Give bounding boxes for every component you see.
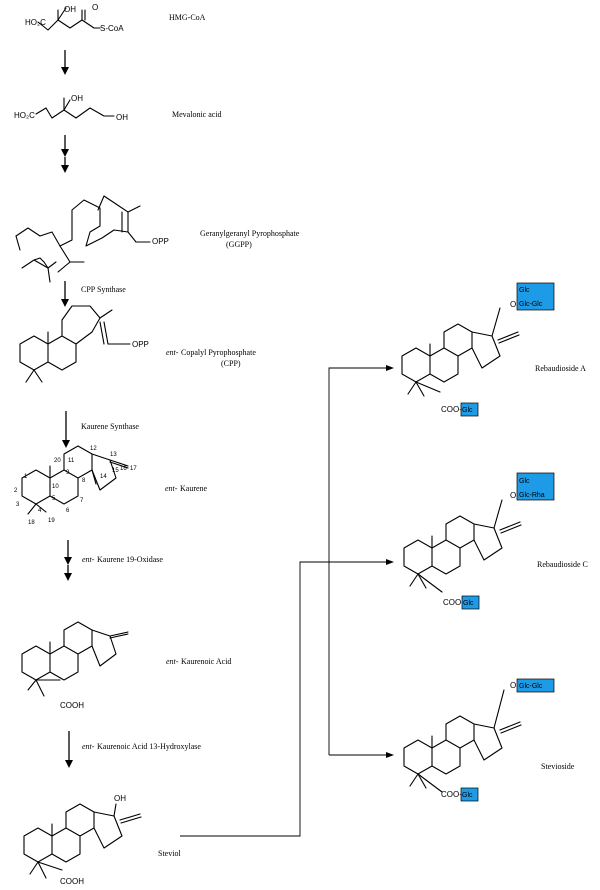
steviol-structure: OH COOH [23, 794, 142, 886]
steviol-label: Steviol [158, 849, 181, 858]
rebaudioside-a-label: Rebaudioside A [535, 364, 586, 373]
stev-glc-box-bottom [460, 787, 479, 802]
kaurene-oxidase-label: Kaurene 19-Oxidase [97, 555, 163, 564]
cooh-label-steviol: COOH [60, 877, 84, 886]
kaurene-structure: 1 2 3 4 5 6 7 8 9 10 11 12 13 14 15 16 1… [14, 445, 137, 526]
kaurene-synthase-label: Kaurene Synthase [81, 422, 139, 431]
atom-15: 15 [112, 468, 119, 474]
cpp-structure: OPP [19, 305, 149, 383]
coo-label-reba: COO- [441, 405, 462, 414]
atom-10: 10 [52, 484, 59, 490]
stevioside-label: Stevioside [541, 762, 575, 771]
mevalonic-acid-structure: HO₂C OH OH [14, 94, 128, 122]
atom-18: 18 [28, 520, 35, 526]
ho2c-label-hmg: HO₂C [25, 18, 46, 27]
opp-label-ggpp: OPP [152, 237, 169, 246]
coo-label-rebc: COO- [443, 598, 464, 607]
stev-glc-bottom: Glc [462, 792, 473, 799]
kah-prefix: ent- [82, 742, 95, 751]
kaurenoic-acid-label: Kaurenoic Acid [181, 657, 231, 666]
cpp-prefix: ent- [166, 348, 179, 357]
atom-19: 19 [48, 518, 55, 524]
atom-1: 1 [24, 474, 28, 480]
rebc-glc-box-bottom [461, 595, 480, 610]
atom-4: 4 [38, 508, 42, 514]
stevioside-structure: O Glc-Glc COO- Glc [403, 678, 555, 802]
rebaudioside-c-structure: O Glc Glc-Rha COO- Glc [403, 472, 555, 610]
rebc-glc-rha: Glc-Rha [519, 492, 545, 499]
cpp-label-2: (CPP) [221, 359, 241, 368]
stev-glc-glc: Glc-Glc [519, 683, 543, 690]
atom-14: 14 [100, 474, 107, 480]
reba-glc-top: Glc [519, 287, 530, 294]
rebaudioside-a-structure: O Glc Glc-Glc COO- Glc [401, 282, 555, 417]
oh-label-hmg: OH [64, 5, 76, 14]
reba-glc-bottom: Glc [462, 407, 473, 414]
o-label-stev: O [510, 681, 516, 690]
o-label-rebc: O [510, 491, 516, 500]
reba-glc-box-bottom [460, 402, 479, 417]
atom-17: 17 [130, 466, 137, 472]
atom-16: 16 [120, 466, 127, 472]
reba-glc-box-top [516, 282, 555, 311]
ho2c-label-mev: HO₂C [14, 111, 35, 120]
kaurene-label: Kaurene [180, 484, 208, 493]
ka-prefix: ent- [166, 657, 179, 666]
cpp-label: Copalyl Pyrophosphate [181, 348, 256, 357]
kah-label: Kaurenoic Acid 13-Hydroxylase [97, 742, 201, 751]
atom-11: 11 [68, 458, 75, 464]
reba-glc-glc: Glc-Glc [519, 301, 543, 308]
o-label-hmg: O [92, 3, 98, 12]
ggpp-structure: OPP [15, 195, 169, 283]
atom-7: 7 [80, 498, 84, 504]
atom-5: 5 [52, 496, 56, 502]
kaurenoic-acid-structure: COOH [21, 621, 129, 710]
oh-label-mev-1: OH [71, 94, 83, 103]
ggpp-label-1: Geranylgeranyl Pyrophosphate [200, 229, 300, 238]
oh-label-mev-2: OH [116, 113, 128, 122]
mevalonic-acid-label: Mevalonic acid [172, 110, 222, 119]
stev-glc-box-top [516, 678, 555, 693]
hmg-coa-label: HMG-CoA [169, 13, 206, 22]
o-label-reba: O [510, 300, 516, 309]
atom-13: 13 [110, 452, 117, 458]
oh-label-steviol: OH [114, 794, 126, 803]
cpp-synthase-label: CPP Synthase [81, 285, 126, 294]
atom-2: 2 [14, 488, 18, 494]
atom-3: 3 [16, 502, 20, 508]
cooh-label-ka: COOH [60, 701, 84, 710]
ko-prefix: ent- [82, 555, 95, 564]
kaurene-prefix: ent- [165, 484, 178, 493]
hmg-coa-structure: HO₂C OH O S-CoA [25, 3, 124, 33]
atom-12: 12 [90, 446, 97, 452]
atom-8: 8 [82, 478, 86, 484]
rebc-glc-top: Glc [519, 478, 530, 485]
ggpp-label-2: (GGPP) [226, 240, 252, 249]
rebaudioside-c-label: Rebaudioside C [537, 560, 588, 569]
rebc-glc-bottom: Glc [463, 600, 474, 607]
flow-connectors [180, 365, 394, 837]
rebc-glc-box-top [516, 472, 555, 501]
atom-9: 9 [66, 470, 70, 476]
atom-20: 20 [54, 458, 61, 464]
scoa-label: S-CoA [100, 24, 124, 33]
opp-label-cpp: OPP [132, 340, 149, 349]
coo-label-stev: COO- [441, 790, 462, 799]
atom-6: 6 [66, 508, 70, 514]
